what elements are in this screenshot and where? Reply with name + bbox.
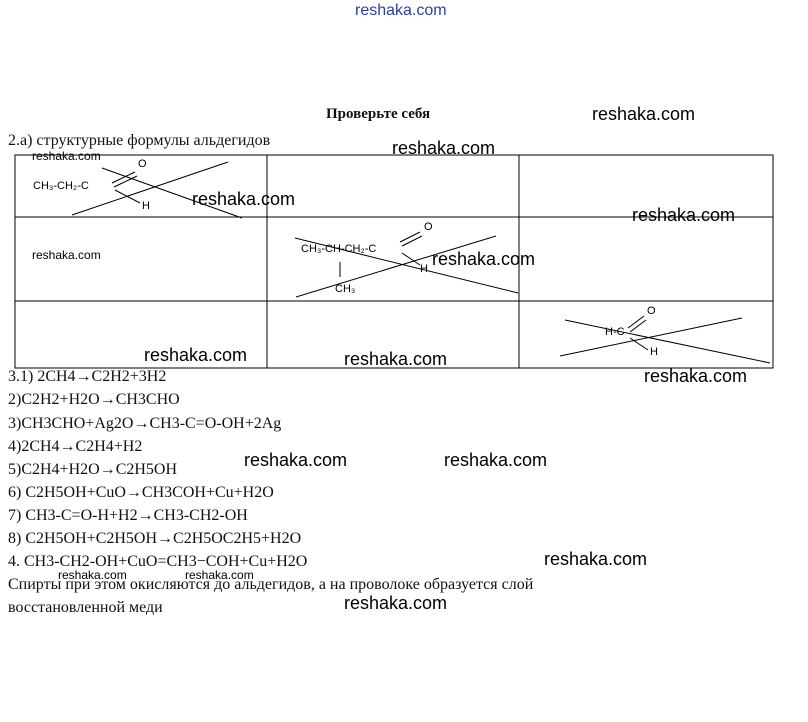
strike-line — [564, 319, 771, 364]
double-bond — [111, 171, 136, 184]
watermark-small: reshaka.com — [32, 149, 101, 163]
watermark: reshaka.com — [344, 593, 448, 613]
reaction-line: 3)CH3CHO+Ag2O→CH3-C=O-OH+2Ag — [8, 415, 282, 432]
formula-propanal: CH₃-CH₂-C — [33, 180, 89, 192]
conclusion-text: восстановленной меди — [8, 599, 163, 616]
oxygen-atom: O — [647, 305, 656, 317]
strike-line — [71, 161, 229, 216]
single-bond — [629, 337, 649, 351]
watermark: reshaka.com — [432, 249, 536, 269]
formula-3-methylbutanal: CH₃-CH-CH₂-C — [301, 243, 377, 255]
watermark: reshaka.com — [444, 450, 548, 470]
watermark: reshaka.com — [192, 189, 296, 209]
double-bond — [113, 175, 138, 188]
double-bond — [627, 315, 645, 329]
single-bond — [401, 252, 421, 266]
watermark: reshaka.com — [392, 138, 496, 158]
watermark: reshaka.com — [244, 450, 348, 470]
top-watermark: reshaka.com — [355, 2, 447, 19]
reaction-line: 4)2CH4→C2H4+H2 — [8, 438, 143, 455]
strike-line — [559, 317, 743, 357]
reaction-line: 4. CH3-CH2-OH+CuO=CH3−COH+Cu+H2O — [8, 553, 308, 570]
watermark: reshaka.com — [632, 205, 736, 225]
reaction-line: 5)C2H4+H2O→C2H5OH — [8, 461, 178, 478]
reaction-line: 8) C2H5OH+C2H5OH→C2H5OC2H5+H2O — [8, 530, 302, 547]
section-heading: 2.а) структурные формулы альдегидов — [8, 132, 271, 149]
watermark: reshaka.com — [144, 345, 248, 365]
reaction-line: 3.1) 2CH4→C2H2+3H2 — [8, 368, 167, 385]
hydrogen-atom: H — [650, 346, 658, 358]
single-bond — [114, 189, 141, 204]
reaction-line: 2)C2H2+H2O→CH3CHO — [8, 391, 180, 408]
watermark: reshaka.com — [344, 349, 448, 369]
watermark-small: reshaka.com — [32, 248, 101, 262]
methyl-branch: CH₃ — [335, 283, 356, 295]
strike-line — [295, 235, 497, 298]
double-bond — [399, 231, 421, 243]
watermark-small: reshaka.com — [58, 568, 127, 582]
watermark: reshaka.com — [644, 366, 748, 386]
hydrogen-atom: H — [142, 200, 150, 212]
conclusion-text: Спирты при этом окисляются до альдегидов… — [8, 576, 534, 593]
strike-line — [294, 237, 519, 294]
double-bond — [629, 319, 647, 333]
watermark-small: reshaka.com — [185, 568, 254, 582]
oxygen-atom: O — [138, 158, 147, 170]
oxygen-atom: O — [424, 221, 433, 233]
watermark: reshaka.com — [592, 104, 696, 124]
double-bond — [401, 235, 423, 247]
table-border — [14, 154, 774, 369]
hydrogen-atom: H — [420, 263, 428, 275]
reaction-line: 7) CH3-C=O-H+H2→CH3-CH2-OH — [8, 507, 248, 524]
reaction-line: 6) C2H5OH+CuO→CH3COH+Cu+H2O — [8, 484, 274, 501]
watermark: reshaka.com — [544, 549, 648, 569]
formula-methanal: H-C — [605, 326, 625, 338]
page-title: Проверьте себя — [326, 106, 431, 122]
